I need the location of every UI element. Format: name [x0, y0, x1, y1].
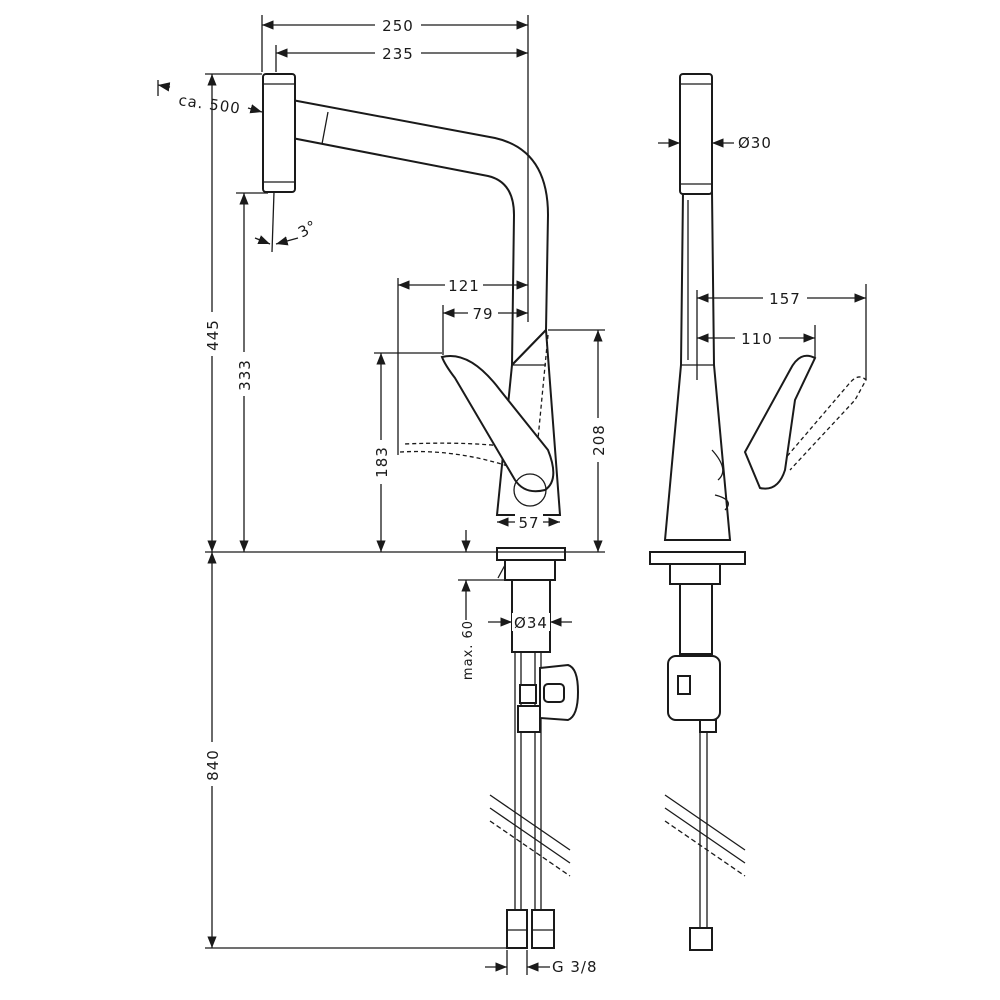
dim-angle: 3° [295, 216, 320, 241]
hose-fitting [689, 927, 713, 951]
dim-157: 157 [769, 290, 801, 308]
side-view-faucet [262, 73, 580, 949]
spray-head [679, 73, 713, 195]
dim-spray-30: Ø30 [738, 134, 772, 152]
dim-445: 445 [204, 319, 222, 351]
base-plate [649, 551, 746, 565]
spout [291, 98, 550, 368]
dim-183: 183 [373, 446, 391, 478]
valve-box [667, 655, 721, 721]
hose-fitting [531, 909, 555, 949]
dim-79: 79 [472, 305, 493, 323]
threaded-shank [679, 583, 713, 655]
dim-110: 110 [741, 330, 773, 348]
base-plate [496, 547, 566, 561]
dim-thread: G 3/8 [552, 958, 598, 976]
dim-250: 250 [382, 17, 414, 35]
spray-head [262, 73, 296, 193]
side-view-dimensions: 250 235 ca. 500 3° 445 333 840 121 79 [157, 15, 608, 976]
dim-max-60: max. 60 [461, 620, 476, 680]
handle-lever [743, 354, 817, 490]
dim-235: 235 [382, 45, 414, 63]
dim-hole-34: Ø34 [514, 614, 548, 632]
hose-fitting [506, 909, 528, 949]
dim-121: 121 [448, 277, 480, 295]
dim-333: 333 [236, 359, 254, 391]
front-view-dimensions: Ø30 157 110 [658, 134, 867, 380]
dim-57: 57 [518, 514, 539, 532]
front-view-faucet [649, 73, 867, 951]
dim-pull-out: ca. 500 [177, 91, 242, 118]
handle-lever [440, 355, 555, 493]
dim-208: 208 [590, 424, 608, 456]
dim-840: 840 [204, 749, 222, 781]
